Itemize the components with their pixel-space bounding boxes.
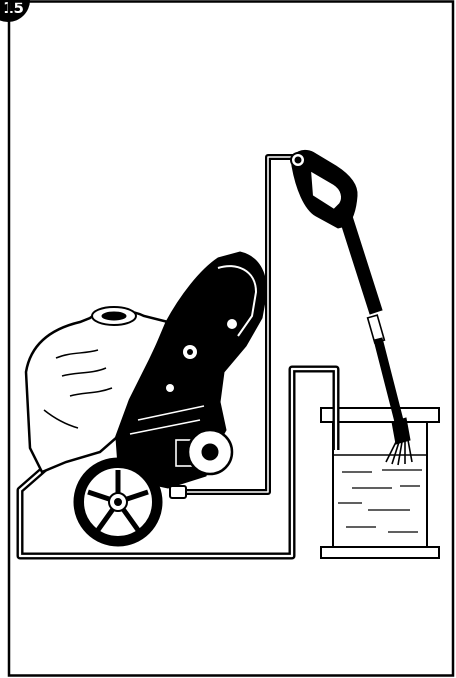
wheel [74,458,162,546]
water-ripples [338,470,422,532]
lance [340,216,404,426]
brush [386,418,412,465]
pressure-washer [26,252,266,546]
spray-gun [291,150,357,228]
